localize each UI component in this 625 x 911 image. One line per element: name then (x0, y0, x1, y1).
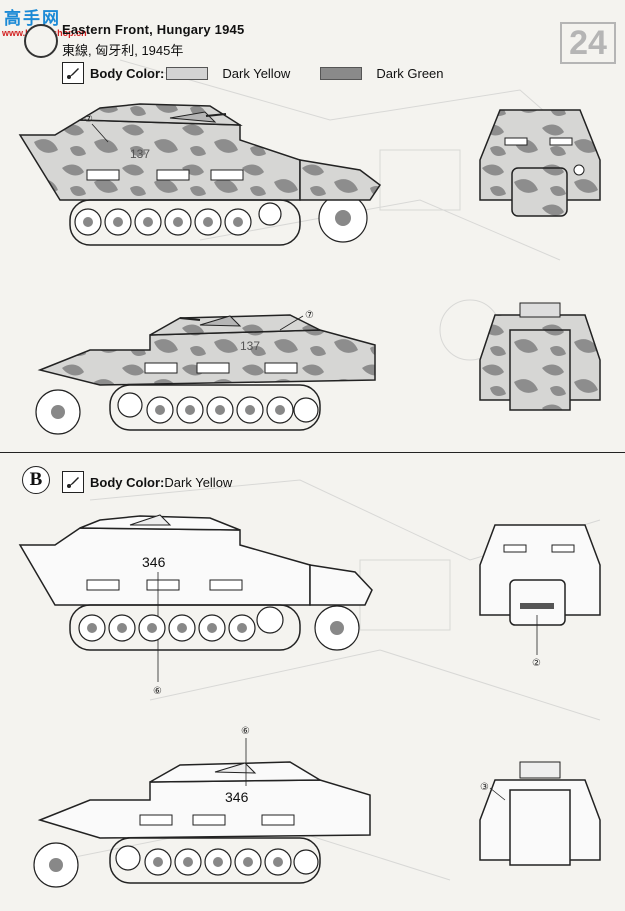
paintbrush-icon (62, 471, 84, 493)
callout-6-b2: ⑥ (241, 726, 250, 737)
callout-7-a2: ⑦ (305, 310, 314, 321)
watermark-text: 高手网 (4, 9, 61, 28)
body-color-dark-yellow: Dark Yellow (164, 474, 233, 490)
callout-6-b1: ⑥ (153, 686, 162, 697)
color-name-dark-green: Dark Green (376, 65, 444, 81)
section-a-title: Eastern Front, Hungary 1945 (62, 22, 245, 37)
paintbrush-icon (62, 62, 84, 84)
dark-yellow-swatch (166, 66, 209, 80)
vehicle-a1-number: 137 (130, 147, 150, 161)
color-name-dark-yellow: Dark Yellow (222, 65, 291, 81)
section-a-color-legend: Body Color: Dark Yellow Dark Green (62, 62, 444, 84)
vehicle-a-side-right: 137 ⑦ (18, 103, 382, 246)
callout-2-b1: ② (532, 658, 541, 669)
vehicle-b-side-right: 346 ⑥ (18, 514, 373, 697)
vehicle-b1-rear-view: ② (479, 524, 601, 669)
vehicle-b2-front-view: ③ (479, 761, 601, 866)
vehicle-b2-number: 346 (225, 789, 249, 805)
page-number: 24 (560, 22, 616, 64)
callout-7-a1: ⑦ (84, 114, 93, 125)
dark-green-swatch (320, 66, 363, 80)
section-b-badge: B (22, 466, 50, 494)
section-b-illustrations: 346 ⑥ ② 346 ⑥ (18, 514, 601, 888)
vehicle-b1-number: 346 (142, 554, 166, 570)
vehicle-b-side-left: 346 ⑥ (33, 726, 371, 888)
body-color-label: Body Color: (90, 65, 165, 81)
vehicle-a2-front-view (479, 302, 601, 411)
section-divider (0, 452, 625, 453)
site-watermark-logo: 高手网 www.hobbyshop.cn (0, 0, 87, 58)
vehicle-a-side-left: 137 ⑦ (35, 310, 376, 435)
vehicle-a2-number: 137 (240, 339, 260, 353)
section-a-illustrations: 137 ⑦ 137 ⑦ (18, 103, 601, 435)
section-a-subtitle: 東線, 匈牙利, 1945年 (62, 43, 184, 58)
section-a-badge (24, 24, 58, 58)
section-b-color-legend: Body Color: Dark Yellow (62, 471, 232, 493)
body-color-label: Body Color: (90, 474, 165, 490)
vehicle-a1-rear-view (479, 109, 601, 217)
callout-3-b2: ③ (480, 782, 489, 793)
